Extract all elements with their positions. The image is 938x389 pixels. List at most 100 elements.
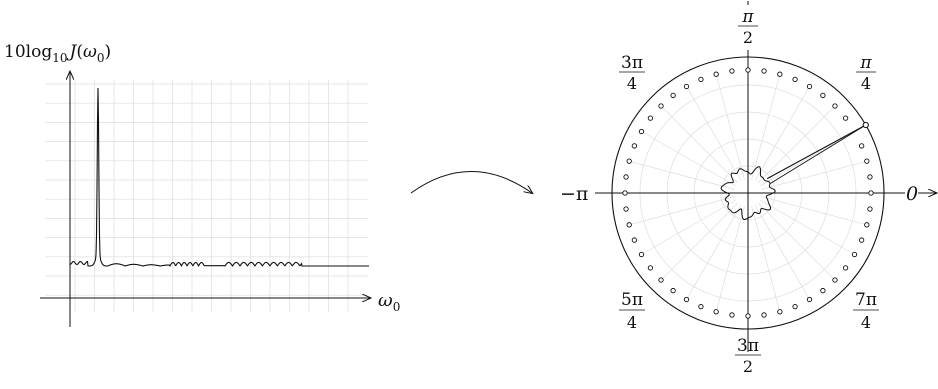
label-pi-over-2-num: π [741,7,754,27]
polar-marker [792,303,798,310]
polar-grid-spoke [759,199,854,255]
polar-marker [638,128,645,135]
label-zero: 0 [906,183,918,205]
polar-grid-spoke [716,206,745,311]
y-label-prefix: 10 [4,42,26,62]
polar-marker [868,190,874,196]
polar-marker [647,115,654,121]
spectrum-x-label: ω0 [378,290,400,314]
polar-marker [842,265,849,271]
polar-grid-spoke [754,204,810,299]
highlighted-ray [766,124,867,180]
polar-marker [820,287,826,294]
x-label-sub: 0 [393,300,401,314]
label-3pi-over-2-den: 2 [743,357,753,376]
spectrum-grid [45,80,368,312]
spectrum-curve [69,87,369,268]
polar-marker [670,92,676,99]
y-label-func: J [66,42,77,62]
highlighted-marker [862,121,869,129]
polar-marker [647,265,654,271]
polar-plot: 0 −π π 2 3π 2 π 4 3π 4 5π 4 7π [560,1,936,376]
label-pi-over-2: π 2 [738,7,758,47]
polar-grid-spoke [751,206,780,311]
y-label-open: ( [76,42,83,62]
polar-marker [864,158,870,164]
label-pi-over-2-den: 2 [743,28,753,47]
polar-marker [626,222,632,228]
polar-grid-spoke [757,202,835,280]
transform-arrow [410,171,532,194]
y-label-log-sub: 10 [52,51,67,65]
polar-marker [623,174,629,180]
polar-marker [713,71,719,77]
polar-marker [858,143,865,149]
label-7pi-over-4-num: 7π [855,290,877,310]
polar-marker [820,92,826,99]
polar-grid-spoke [642,131,737,187]
polar-marker [638,251,645,258]
label-3pi-over-4-num: 3π [621,53,643,73]
polar-marker [858,237,865,243]
polar-marker [806,83,813,90]
polar-grid-spoke [759,131,854,187]
polar-markers [622,67,874,319]
polar-marker [698,303,704,310]
label-5pi-over-4-num: 5π [621,290,643,310]
polar-marker [683,296,690,303]
polar-grid-spoke [642,199,737,255]
label-minus-pi: −π [560,183,588,205]
polar-marker [631,143,638,149]
polar-marker [623,206,629,212]
polar-marker [713,309,719,315]
label-5pi-over-4: 5π 4 [619,290,645,332]
polar-marker [777,309,783,315]
polar-marker [842,115,849,121]
label-pi-over-4-den: 4 [861,74,871,93]
polar-grid-spoke [757,106,835,184]
polar-grid-spoke [630,161,735,190]
label-pi-over-4-num: π [859,53,872,73]
polar-marker [729,68,735,74]
y-label-omega-sub: 0 [97,51,105,65]
polar-marker [806,296,813,303]
polar-marker [851,251,858,258]
polar-marker [631,237,638,243]
polar-marker [832,277,838,283]
polar-marker [867,174,873,180]
polar-grid-spoke [661,202,739,280]
polar-marker [622,190,628,196]
label-3pi-over-4: 3π 4 [619,53,645,93]
power-distribution-blob [720,166,776,220]
polar-marker [792,76,798,83]
polar-grid-spoke [630,196,735,225]
polar-marker [867,206,873,212]
polar-grid-spoke [661,106,739,184]
highlighted-ray-edge [769,124,867,184]
label-7pi-over-4-den: 4 [861,313,871,332]
polar-marker [670,287,676,294]
label-3pi-over-2-num: 3π [737,336,759,356]
polar-grid-spoke [761,196,866,225]
polar-marker [658,277,664,283]
polar-marker [832,103,838,109]
polar-grid-spoke [686,87,742,182]
polar-marker [745,67,751,73]
label-pi-over-4: π 4 [856,53,876,93]
x-label-omega: ω [378,290,393,311]
polar-grid-spoke [751,75,780,180]
polar-marker [683,83,690,90]
polar-marker [864,222,870,228]
polar-grid-spoke [716,75,745,180]
polar-marker [777,71,783,77]
polar-marker [761,68,767,74]
y-label-omega: ω [83,42,97,62]
polar-marker [761,312,767,318]
polar-grid-spoke [754,87,810,182]
polar-marker [658,103,664,109]
label-3pi-over-4-den: 4 [627,74,637,93]
polar-marker [745,313,751,319]
